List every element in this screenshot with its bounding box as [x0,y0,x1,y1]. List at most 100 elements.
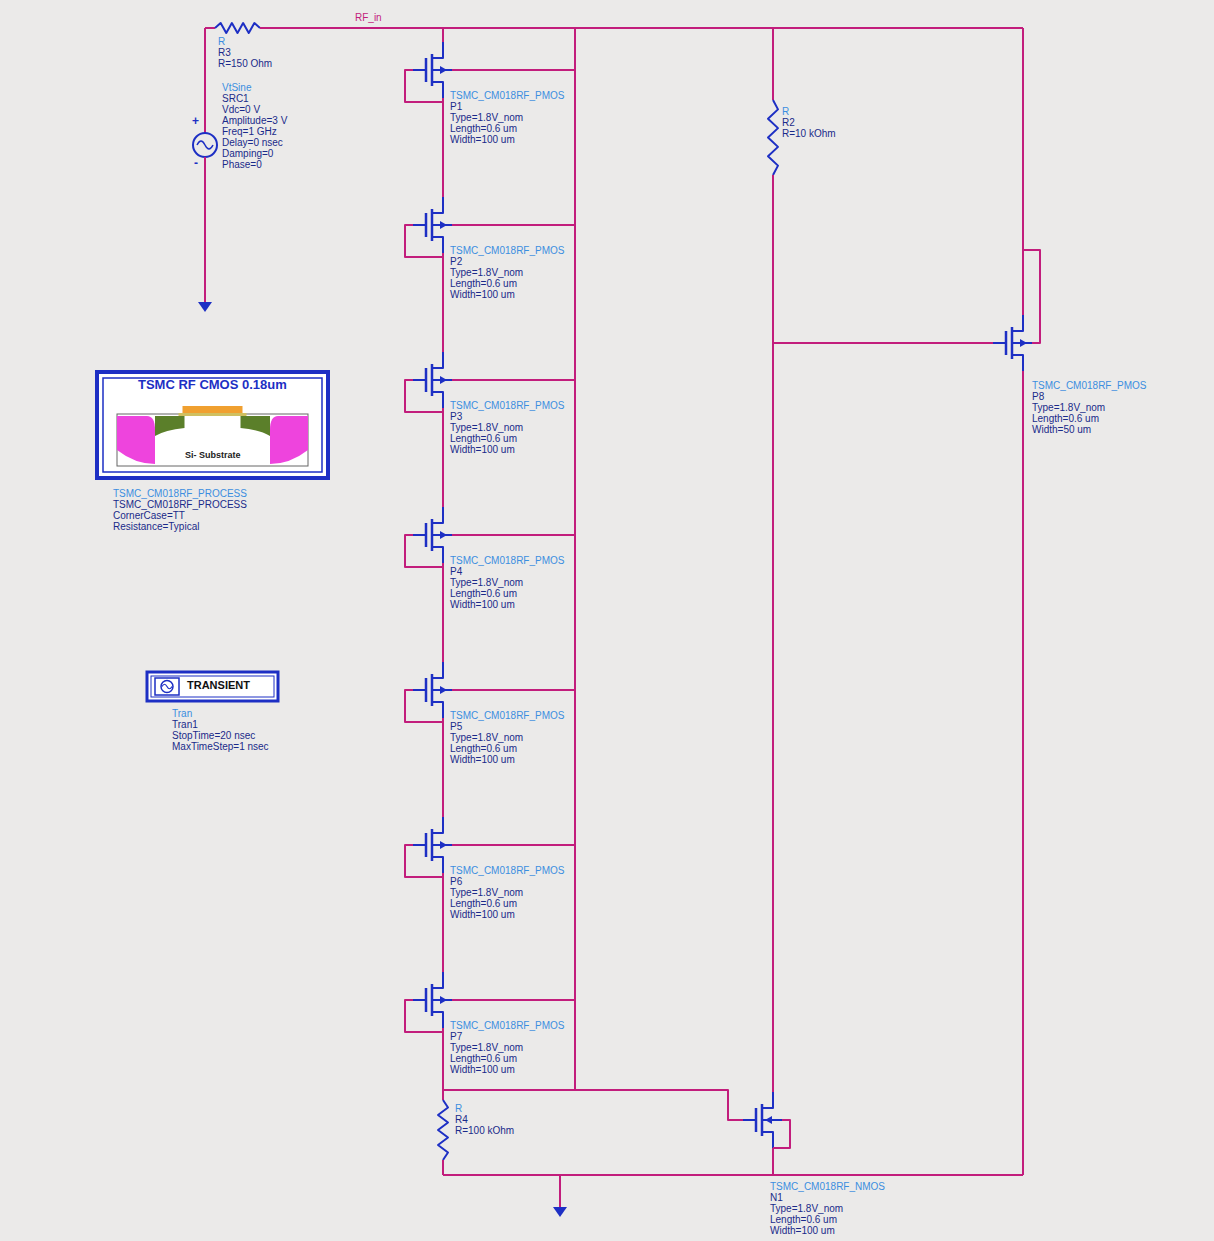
transistor-symbol [440,686,447,694]
wire [405,690,443,722]
wire [772,175,774,1092]
polarity-mark: - [194,158,198,169]
component-parameter: TSMC_CM018RF_NMOS [770,1181,885,1192]
wire [452,379,575,381]
component-parameter: Resistance=Typical [113,521,199,532]
component-parameter: Phase=0 [222,159,262,170]
component-parameter: Width=100 um [450,909,515,920]
transistor-symbol [993,342,1006,344]
component-parameter: P4 [450,566,462,577]
component-parameter: Type=1.8V_nom [450,422,523,433]
component-parameter: TSMC_CM018RF_PROCESS [113,499,247,510]
wire [773,1120,790,1148]
component-parameter: P6 [450,876,462,887]
substrate-label: Si- Substrate [185,450,241,460]
component-parameter: Delay=0 nsec [222,137,283,148]
wire [405,1000,443,1032]
component-parameter: P3 [450,411,462,422]
transistor-symbol [413,534,426,536]
component-parameter: Type=1.8V_nom [450,112,523,123]
wire [204,157,206,300]
component-parameter: TSMC_CM018RF_PMOS [1032,380,1146,391]
transistor-symbol [425,833,428,857]
component-parameter: Width=100 um [450,289,515,300]
wire [442,1160,444,1175]
component-parameter: CornerCase=TT [113,510,185,521]
component-parameter: R=100 kOhm [455,1125,514,1136]
transistor-symbol [432,972,443,988]
transistor-symbol [413,379,426,381]
component-parameter: Length=0.6 um [1032,413,1099,424]
component-parameter: P1 [450,101,462,112]
transistor-symbol [413,999,426,1001]
component-parameter: TSMC_CM018RF_PMOS [450,865,564,876]
component-parameter: Length=0.6 um [450,898,517,909]
component-parameter: MaxTimeStep=1 nsec [172,741,269,752]
transistor-symbol [432,857,443,873]
component-parameter: Tran1 [172,719,198,730]
component-parameter: Type=1.8V_nom [450,577,523,588]
component-parameter: Length=0.6 um [450,743,517,754]
wire [443,1174,1023,1176]
transistor-symbol [432,42,443,58]
component-parameter: P8 [1032,391,1044,402]
transistor-symbol [765,1116,772,1124]
transistor-symbol [762,1132,773,1148]
component-parameter: Type=1.8V_nom [1032,402,1105,413]
resistor-symbol [438,1100,448,1160]
transistor-symbol [440,221,447,229]
transistor-symbol [432,702,443,718]
ground-symbol [553,1207,567,1217]
transistor-symbol [432,392,443,408]
wire [442,253,444,352]
component-parameter: N1 [770,1192,783,1203]
resistor-symbol [215,23,260,33]
transistor-symbol [1012,315,1023,331]
component-parameter: R [455,1103,462,1114]
component-parameter: Type=1.8V_nom [450,887,523,898]
transistor-symbol [755,1108,758,1132]
component-parameter: Length=0.6 um [450,278,517,289]
wire [443,1090,743,1120]
wire [205,27,215,29]
wire [452,534,575,536]
component-parameter: TSMC_CM018RF_PMOS [450,90,564,101]
component-parameter: P7 [450,1031,462,1042]
component-parameter: Length=0.6 um [450,1053,517,1064]
transistor-symbol [1012,355,1023,371]
wire [772,1148,774,1175]
transistor-symbol [432,547,443,563]
transistor-symbol [413,224,426,226]
component-parameter: SRC1 [222,93,249,104]
transistor-symbol [425,368,428,392]
component-parameter: Width=100 um [450,444,515,455]
component-parameter: P5 [450,721,462,732]
wire [1023,250,1040,343]
transistor-symbol [432,237,443,253]
component-parameter: VtSine [222,82,251,93]
component-parameter: Damping=0 [222,148,273,159]
component-parameter: Width=100 um [450,754,515,765]
component-parameter: TSMC_CM018RF_PMOS [450,1020,564,1031]
component-parameter: R2 [782,117,795,128]
wire [1022,371,1024,1175]
transistor-symbol [440,66,447,74]
wire [442,1028,444,1090]
wire [452,224,575,226]
transistor-symbol [425,213,428,237]
wire [574,28,576,1090]
component-parameter: Amplitude=3 V [222,115,287,126]
transistor-symbol [432,1012,443,1028]
transistor-symbol [440,841,447,849]
wire [442,873,444,972]
component-parameter: Width=100 um [450,599,515,610]
wire [442,563,444,662]
wire [452,69,575,71]
transistor-symbol [432,197,443,213]
transistor-symbol [425,678,428,702]
component-parameter: R [218,36,225,47]
source-symbol [193,133,217,157]
wire [405,70,443,102]
component-parameter: TSMC_CM018RF_PMOS [450,710,564,721]
